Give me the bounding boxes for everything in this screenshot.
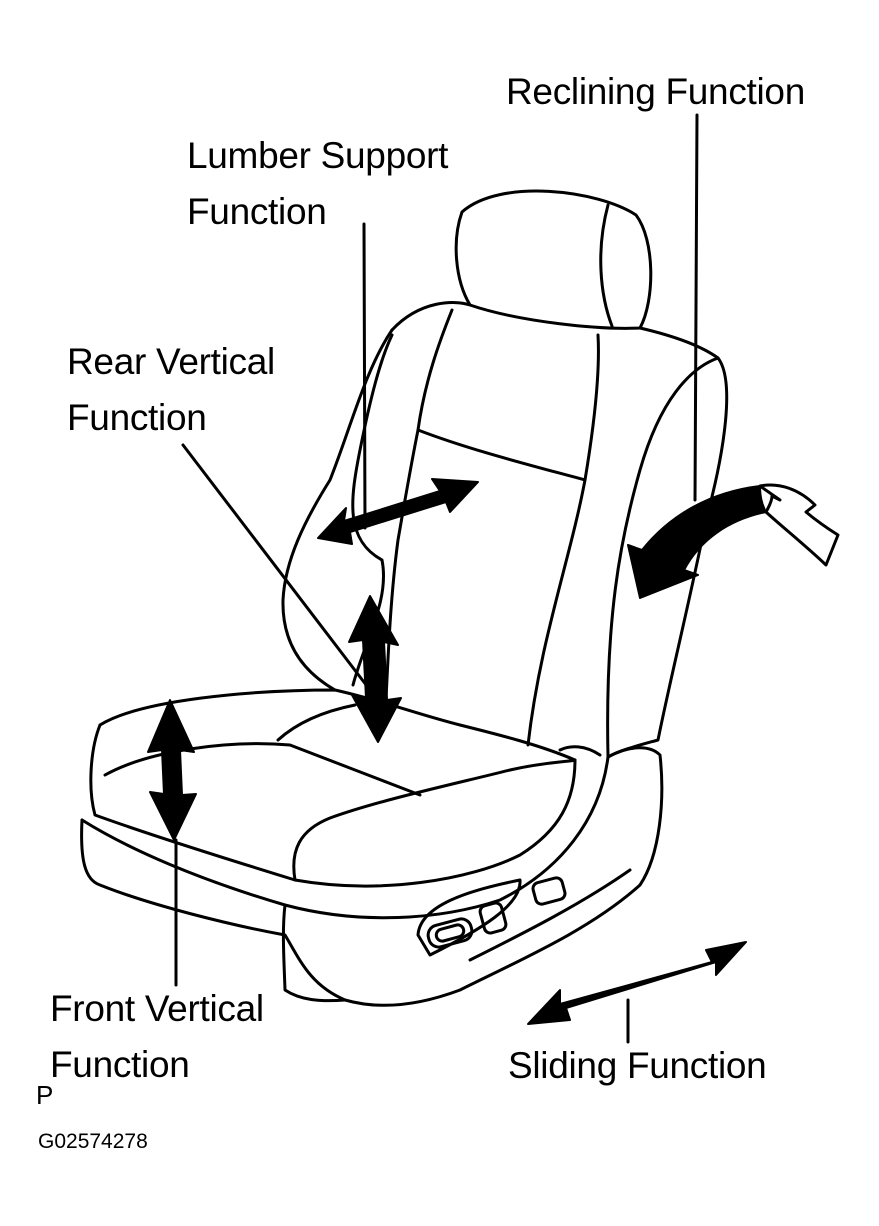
cushion-seam-1 <box>103 742 422 797</box>
cushion-side <box>293 758 577 888</box>
seatback-panel-right <box>526 333 600 747</box>
switch-panel <box>416 878 522 957</box>
leader-rear-vertical <box>181 443 372 692</box>
base-top-edge <box>80 755 610 920</box>
arrow-reclining-tail <box>758 483 840 567</box>
arrow-lumber-support <box>317 478 479 545</box>
figure-id: G02574278 <box>38 1130 148 1153</box>
label-sliding-function: Sliding Function <box>508 1045 767 1086</box>
base-side-lower <box>468 868 632 962</box>
label-reclining-function: Reclining Function <box>506 71 805 112</box>
switch-recline <box>478 901 508 935</box>
base-front-edge <box>281 903 347 1003</box>
leader-lumber <box>362 222 367 530</box>
label-lumber-support-function: Lumber Support Function <box>187 135 449 232</box>
headrest <box>454 189 653 330</box>
leader-reclining <box>693 113 699 502</box>
cushion-front-left <box>89 723 297 882</box>
lumbar-seam <box>416 428 587 482</box>
base-outline <box>80 746 664 1007</box>
base-rail <box>558 745 602 757</box>
label-rear-vertical-function: Rear Vertical Function <box>67 341 275 438</box>
cushion-seam-2 <box>276 703 357 742</box>
arrow-rear-vertical <box>348 595 402 743</box>
seatback-left <box>281 328 394 692</box>
cushion-front-bolster <box>292 758 577 882</box>
arrow-front-vertical <box>147 699 197 841</box>
switch-slide-inner <box>434 923 466 943</box>
switch-lumbar <box>531 876 567 906</box>
arrow-reclining <box>627 485 767 599</box>
footer-marker: P <box>36 1080 54 1110</box>
seatback-side-bolster <box>606 356 720 759</box>
headrest-side <box>599 203 614 328</box>
arrow-sliding <box>527 941 747 1025</box>
label-front-vertical-function: Front Vertical Function <box>50 988 264 1085</box>
